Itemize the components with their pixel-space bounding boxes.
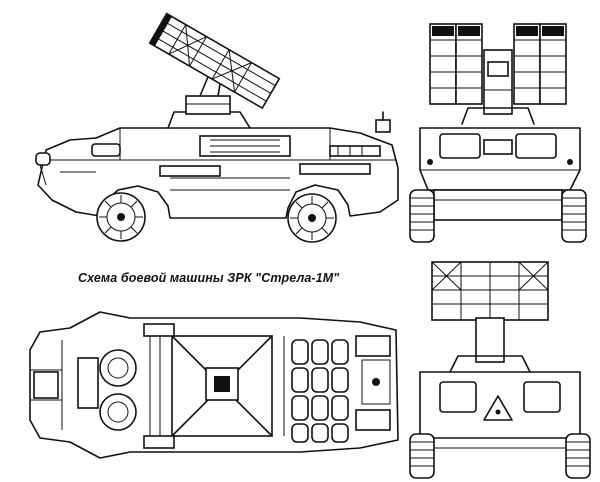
- side-view: [35, 12, 399, 243]
- top-view: [29, 311, 399, 459]
- front-view: [409, 23, 587, 243]
- rear-view: [409, 261, 591, 479]
- diagram-caption: Схема боевой машины ЗРК "Стрела-1М": [78, 271, 340, 285]
- top-hull: [29, 311, 399, 459]
- top-engine-deck: [291, 339, 349, 443]
- side-front-wheel: [96, 192, 146, 242]
- side-rear-wheel: [287, 193, 337, 243]
